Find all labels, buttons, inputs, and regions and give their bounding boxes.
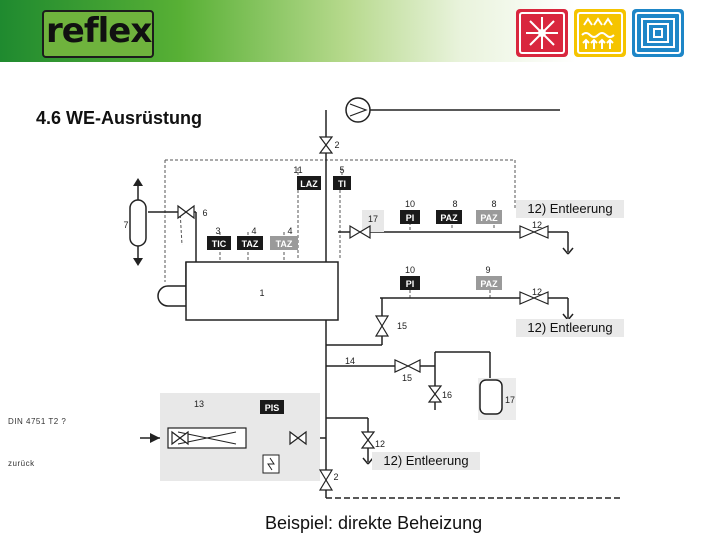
number-17-bot: 17	[505, 395, 515, 405]
valve-15-a	[374, 315, 390, 337]
number-4a: 4	[251, 226, 256, 236]
back-link[interactable]: zurück	[8, 459, 35, 468]
number-7: 7	[123, 220, 128, 230]
number-3: 3	[215, 226, 220, 236]
din-note-link[interactable]: DIN 4751 T2 ?	[8, 417, 67, 426]
number-10-top: 10	[405, 199, 415, 209]
valve-16	[427, 385, 443, 403]
membrane-vessel	[479, 379, 503, 415]
number-14: 14	[345, 356, 355, 366]
pump-icon	[345, 97, 371, 123]
number-4b: 4	[287, 226, 292, 236]
number-15-a: 15	[397, 321, 407, 331]
number-5: 5	[339, 165, 344, 175]
valve-12-top	[519, 225, 549, 239]
tic-label: TIC	[212, 239, 227, 249]
ti-label: TI	[338, 179, 346, 189]
number-12-bot: 12	[375, 439, 385, 449]
mixing-valve-17	[349, 224, 371, 240]
heating-badge-icon	[516, 9, 568, 57]
pis-label: PIS	[265, 403, 280, 413]
paz-top-label-2: PAZ	[480, 213, 498, 223]
laz-label: LAZ	[300, 179, 318, 189]
cooling-badge-icon	[632, 9, 684, 57]
number-8: 8	[452, 199, 457, 209]
number-6: 6	[202, 208, 207, 218]
number-15-b: 15	[402, 373, 412, 383]
heat-exchanger-vessel	[185, 261, 339, 321]
number-16: 16	[442, 390, 452, 400]
paz-mid-label: PAZ	[480, 279, 498, 289]
valve-15-b	[394, 359, 421, 373]
entleerung-label-1: 12) Entleerung	[516, 200, 624, 218]
taz-label-2: TAZ	[276, 239, 293, 249]
number-11: 11	[293, 165, 302, 175]
entleerung-label-2: 12) Entleerung	[516, 319, 624, 337]
caption: Beispiel: direkte Beheizung	[265, 513, 483, 533]
number-12-top: 12	[532, 220, 542, 230]
pi-top-label: PI	[406, 213, 415, 223]
valve-2-top	[318, 136, 334, 154]
valve-12-bot	[360, 431, 376, 449]
reflex-logo: reflex	[46, 11, 152, 51]
pi-mid-label: PI	[406, 279, 415, 289]
heating-coil	[157, 285, 186, 307]
valve-12-mid	[519, 291, 549, 305]
number-9: 9	[485, 265, 490, 275]
valve-panel-right	[289, 430, 307, 446]
number-2-bot: 2	[333, 472, 338, 482]
number-12-mid: 12	[532, 287, 542, 297]
valve-2-bot	[318, 469, 334, 491]
paz-top-label-1: PAZ	[440, 213, 458, 223]
taz-label-1: TAZ	[242, 239, 259, 249]
page-title: 4.6 WE-Ausrüstung	[36, 108, 203, 128]
instrument-boxes	[207, 176, 502, 414]
expansion-vessel	[129, 199, 147, 247]
number-2-top: 2	[334, 140, 339, 150]
number-1: 1	[259, 288, 264, 298]
number-17-top: 17	[368, 214, 378, 224]
number-13: 13	[194, 399, 204, 409]
number-8b: 8	[491, 199, 496, 209]
number-10-mid: 10	[405, 265, 415, 275]
safety-valve-6	[177, 204, 195, 220]
entleerung-label-3: 12) Entleerung	[372, 452, 480, 470]
logo-box	[42, 10, 154, 58]
solar-badge-icon	[574, 9, 626, 57]
